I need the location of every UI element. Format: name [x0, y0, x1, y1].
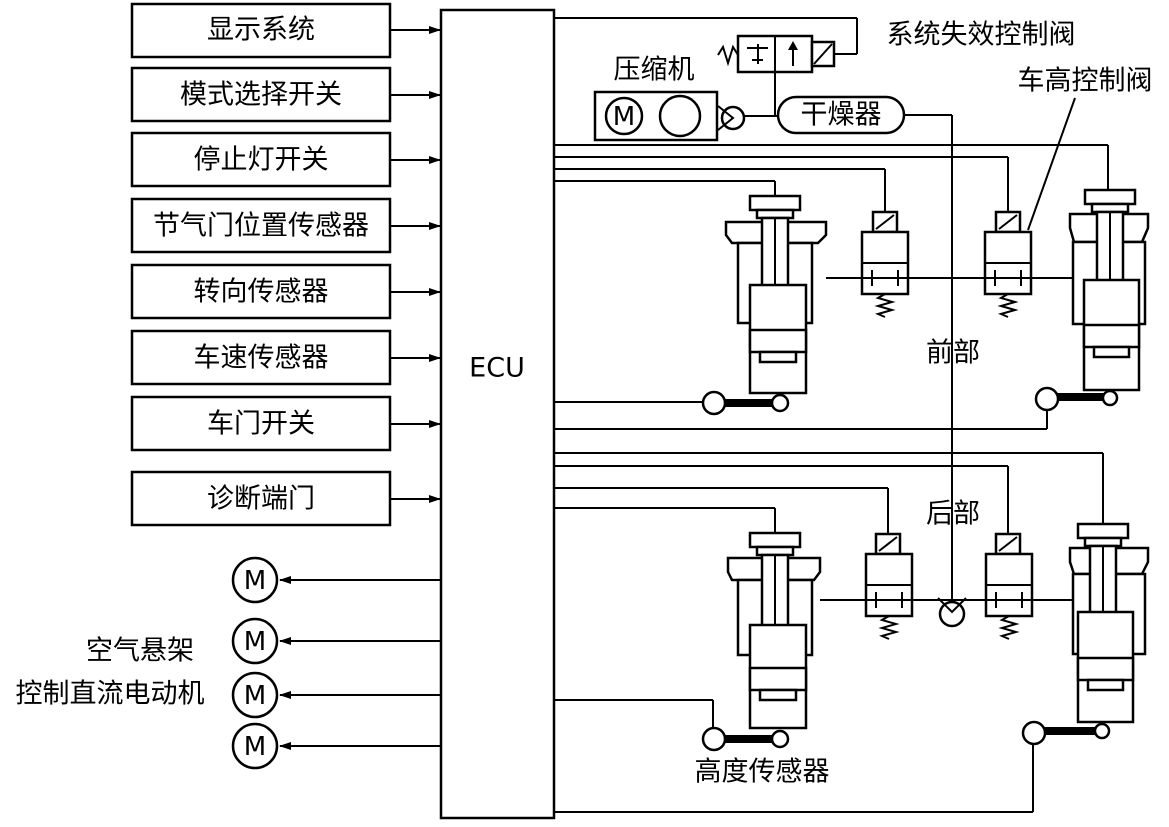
motor-caption-line1: 空气悬架: [86, 636, 194, 667]
motor-symbol-3: M: [244, 681, 266, 711]
input-box-mode-switch: 模式选择开关: [130, 66, 441, 123]
rear-label: 后部: [926, 499, 980, 530]
height-sensor-label: 高度传感器: [695, 757, 830, 788]
input-label-0: 显示系统: [207, 15, 315, 46]
input-label-5: 车速传感器: [194, 343, 329, 374]
ecu-label: ECU: [469, 353, 525, 384]
height-valve-label: 车高控制阀: [1018, 66, 1153, 97]
motor-3: M: [231, 671, 441, 719]
input-box-throttle-position-sensor: 节气门位置传感器: [130, 197, 441, 254]
input-box-display-system: 显示系统: [130, 2, 441, 59]
motor-symbol-2: M: [244, 627, 266, 657]
input-label-6: 车门开关: [207, 409, 315, 440]
dryer: 干燥器: [776, 95, 953, 600]
ecu-output-wiring: [554, 144, 1109, 813]
rear-left-air-strut: [701, 531, 822, 752]
rear-right-air-strut: [1021, 522, 1150, 746]
motor-1: M: [231, 556, 441, 604]
front-label: 前部: [926, 338, 980, 369]
rear-left-height-valve: [864, 532, 914, 640]
compressor: 压缩机 M: [593, 55, 746, 142]
input-box-brake-light-switch: 停止灯开关: [130, 131, 441, 188]
input-label-1: 模式选择开关: [180, 80, 342, 111]
compressor-motor-symbol: M: [613, 102, 635, 132]
motor-4: M: [231, 722, 441, 770]
compressor-label: 压缩机: [614, 55, 695, 86]
input-label-2: 停止灯开关: [194, 145, 329, 176]
motor-caption-line2: 控制直流电动机: [16, 679, 205, 710]
front-right-height-valve: [983, 210, 1033, 318]
fail-valve-label: 系统失效控制阀: [887, 20, 1076, 51]
input-label-7: 诊断端门: [207, 484, 315, 515]
front-left-air-strut: [701, 194, 828, 416]
motor-2: M: [231, 617, 441, 665]
system-fail-control-valve: 系统失效控制阀: [554, 17, 1076, 117]
motor-symbol-4: M: [244, 732, 266, 762]
input-box-door-switch: 车门开关: [130, 395, 441, 452]
rear-right-height-valve: [984, 532, 1034, 640]
input-box-vehicle-speed-sensor: 车速传感器: [130, 329, 441, 386]
input-box-diagnostic-port: 诊断端门: [130, 470, 441, 527]
dryer-label: 干燥器: [801, 100, 882, 131]
input-box-steering-sensor: 转向传感器: [130, 263, 441, 320]
input-label-4: 转向传感器: [194, 277, 329, 308]
height-valve-leader: [1027, 97, 1076, 231]
input-label-3: 节气门位置传感器: [153, 211, 369, 242]
ecu-block: ECU: [439, 8, 556, 820]
rear-check-valve: [937, 597, 967, 628]
front-right-air-strut: [1034, 188, 1150, 412]
front-left-height-valve: [860, 210, 910, 318]
motor-symbol-1: M: [244, 566, 266, 596]
